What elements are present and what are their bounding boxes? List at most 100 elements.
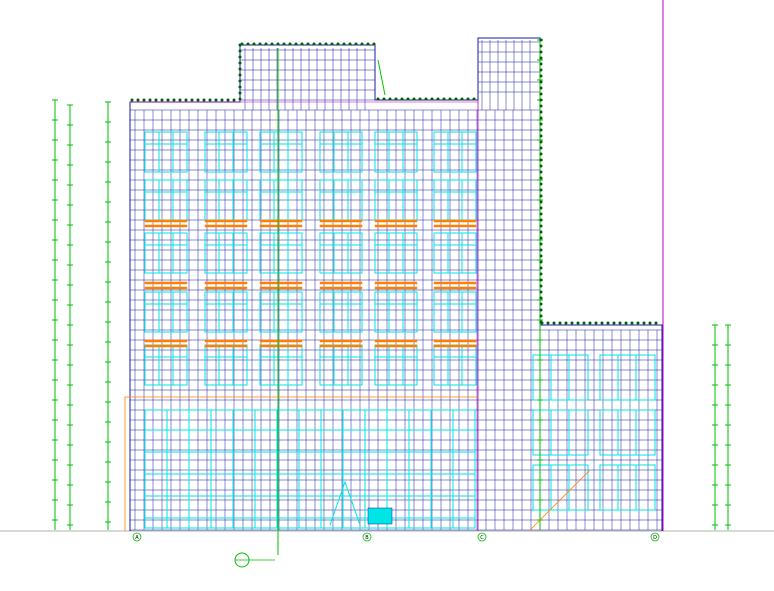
parapet-mark xyxy=(539,104,543,108)
parapet-mark xyxy=(539,194,543,198)
band xyxy=(204,281,248,285)
parapet-mark xyxy=(472,97,476,101)
band xyxy=(374,219,418,223)
parapet-mark xyxy=(394,97,398,101)
parapet-mark xyxy=(400,97,404,101)
parapet-mark xyxy=(539,164,543,168)
window xyxy=(319,291,363,333)
parapet-mark xyxy=(539,260,543,264)
axis-label: A xyxy=(135,535,139,541)
parapet-mark xyxy=(539,302,543,306)
parapet-mark xyxy=(202,98,206,102)
parapet-mark xyxy=(576,321,580,325)
annex-window xyxy=(532,409,589,456)
parapet-mark xyxy=(539,218,543,222)
band xyxy=(204,224,248,228)
parapet-mark xyxy=(460,97,464,101)
parapet-mark xyxy=(539,206,543,210)
band xyxy=(433,286,477,290)
parapet-mark xyxy=(324,42,328,46)
window xyxy=(259,344,303,386)
parapet-mark xyxy=(306,42,310,46)
parapet-mark xyxy=(654,321,658,325)
window xyxy=(374,131,418,173)
band xyxy=(259,219,303,223)
parapet-mark xyxy=(539,266,543,270)
window xyxy=(433,131,477,173)
facade-windows xyxy=(144,131,656,529)
band xyxy=(433,219,477,223)
parapet-mark xyxy=(539,254,543,258)
parapet-mark xyxy=(354,42,358,46)
parapet-mark xyxy=(246,42,250,46)
axis-label: C xyxy=(480,535,484,541)
parapet-mark xyxy=(539,272,543,276)
parapet-mark xyxy=(238,61,242,65)
axis-bubble xyxy=(362,532,372,542)
parapet-mark xyxy=(142,98,146,102)
axis-label: D xyxy=(653,535,657,541)
parapet-mark xyxy=(238,67,242,71)
parapet-mark xyxy=(300,42,304,46)
parapet-mark xyxy=(539,152,543,156)
window xyxy=(204,344,248,386)
parapet-mark xyxy=(252,42,256,46)
parapet-mark xyxy=(539,176,543,180)
parapet-mark xyxy=(539,56,543,60)
parapet-mark xyxy=(539,98,543,102)
band xyxy=(144,286,188,290)
parapet-mark xyxy=(232,98,236,102)
parapet-mark xyxy=(539,38,543,42)
parapet-mark xyxy=(136,98,140,102)
band xyxy=(144,339,188,343)
parapet-mark xyxy=(539,224,543,228)
band xyxy=(374,286,418,290)
parapet-mark xyxy=(600,321,604,325)
leader-line xyxy=(529,469,591,531)
annex-window xyxy=(599,409,656,456)
parapet-mark xyxy=(539,278,543,282)
annex-window xyxy=(532,464,589,511)
parapet-mark xyxy=(166,98,170,102)
parapet-mark xyxy=(539,284,543,288)
dim-leader xyxy=(377,59,386,96)
parapet-mark xyxy=(539,140,543,144)
parapet-mark xyxy=(618,321,622,325)
band xyxy=(259,344,303,348)
window xyxy=(374,291,418,333)
window xyxy=(319,344,363,386)
annex-window xyxy=(532,354,589,401)
parapet-mark xyxy=(436,97,440,101)
parapet-mark xyxy=(606,321,610,325)
dimension-lines xyxy=(52,39,731,555)
parapet-mark xyxy=(539,200,543,204)
parapet-mark xyxy=(636,321,640,325)
parapet-mark xyxy=(582,321,586,325)
parapet-mark xyxy=(148,98,152,102)
roof-parapet xyxy=(130,38,658,325)
parapet-mark xyxy=(270,42,274,46)
parapet-mark xyxy=(454,97,458,101)
parapet-mark xyxy=(539,170,543,174)
band xyxy=(319,286,363,290)
parapet-mark xyxy=(238,55,242,59)
parapet-mark xyxy=(424,97,428,101)
parapet-mark xyxy=(539,146,543,150)
band xyxy=(144,281,188,285)
parapet-mark xyxy=(276,42,280,46)
window xyxy=(433,232,477,274)
band xyxy=(374,281,418,285)
parapet-mark xyxy=(539,320,543,324)
parapet-mark xyxy=(539,86,543,90)
facade-grid-blue xyxy=(130,40,662,531)
axis-bubble xyxy=(477,532,487,542)
parapet-mark xyxy=(539,116,543,120)
parapet-mark xyxy=(348,42,352,46)
window xyxy=(433,344,477,386)
entrance-door[interactable] xyxy=(367,507,393,525)
parapet-mark xyxy=(430,97,434,101)
window xyxy=(204,131,248,173)
window xyxy=(319,232,363,274)
band xyxy=(433,281,477,285)
parapet-mark xyxy=(382,97,386,101)
